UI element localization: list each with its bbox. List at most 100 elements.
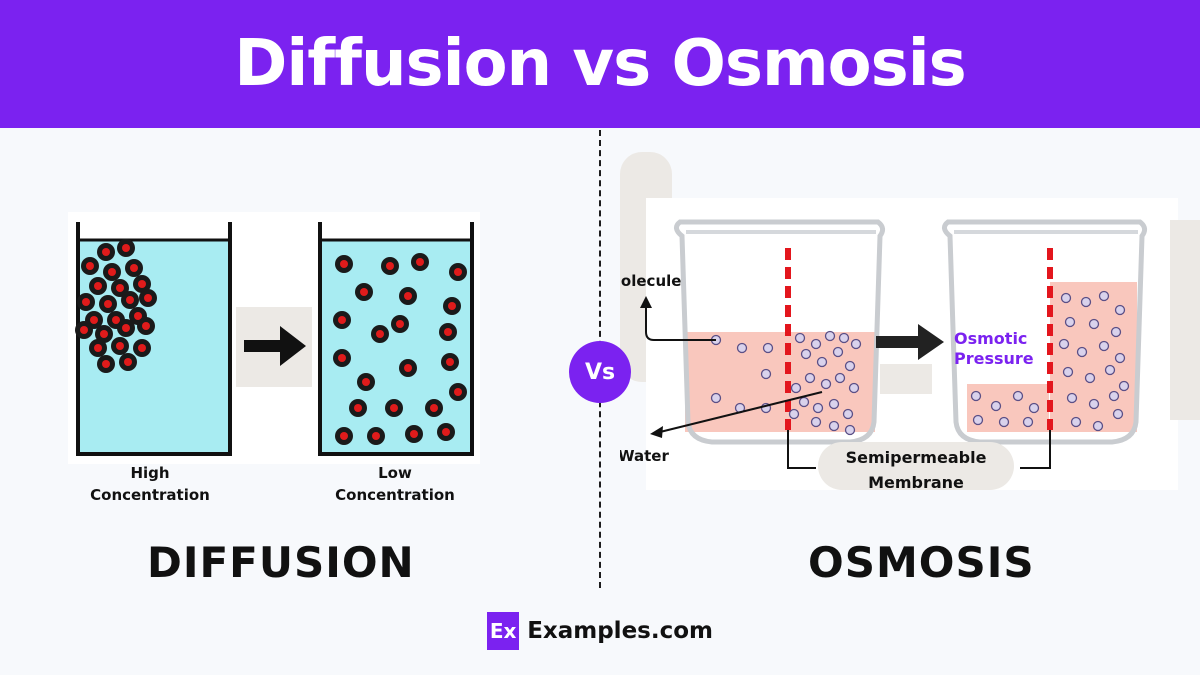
solute-molecule (1088, 398, 1100, 410)
diffusion-particle-core (94, 344, 102, 352)
vs-badge: Vs (569, 341, 631, 403)
bg-shape-right (1170, 220, 1200, 420)
diffusion-particle-core (90, 316, 98, 324)
solute-molecule (838, 332, 850, 344)
diffusion-particle-core (454, 268, 462, 276)
solute-molecule (850, 338, 862, 350)
diffusion-particle-core (340, 432, 348, 440)
molecule-label: Molecule (620, 272, 681, 290)
diffusion-particle-core (444, 328, 452, 336)
osmosis-arrow-icon (876, 324, 944, 360)
solute-molecule (1110, 326, 1122, 338)
osmosis-heading: OSMOSIS (808, 538, 1035, 587)
solute-molecule (1064, 316, 1076, 328)
diffusion-particle-core (410, 430, 418, 438)
diffusion-particle-core (122, 324, 130, 332)
bg-shape-mid (880, 364, 932, 394)
molecule-pointer-line (645, 302, 716, 341)
diffusion-particle-core (376, 330, 384, 338)
diffusion-heading: DIFFUSION (147, 538, 415, 587)
solute-molecule (800, 348, 812, 360)
diffusion-svg (75, 222, 474, 456)
diffusion-particle-core (340, 260, 348, 268)
solute-molecule (812, 402, 824, 414)
molecule-pointer-arrowhead (640, 296, 652, 308)
logo-text: Examples.com (527, 618, 713, 644)
diffusion-particle-core (116, 342, 124, 350)
left-beaker-outline (76, 222, 232, 456)
solute-molecule (794, 332, 806, 344)
membrane-label-line2: Membrane (868, 473, 964, 490)
solute-molecule (810, 338, 822, 350)
solute-molecule (834, 372, 846, 384)
diffusion-particle-core (142, 322, 150, 330)
solute-molecule (762, 342, 774, 354)
solute-molecule (1066, 392, 1078, 404)
solute-molecule (788, 408, 800, 420)
solute-molecule (790, 382, 802, 394)
diffusion-illustration (68, 212, 480, 464)
membrane-label-pill (818, 442, 1014, 490)
solute-molecule (736, 342, 748, 354)
diffusion-particle-core (446, 358, 454, 366)
solute-molecule (1092, 420, 1104, 432)
diffusion-particle-core (124, 358, 132, 366)
examples-logo[interactable]: Ex Examples.com (487, 612, 713, 650)
solute-molecule (970, 390, 982, 402)
diffusion-particle-core (360, 288, 368, 296)
water-pointer-arrowhead (650, 426, 663, 438)
low-concentration-water (320, 240, 472, 454)
diffusion-particle-core (430, 404, 438, 412)
solute-molecule (842, 408, 854, 420)
solute-molecule (1084, 372, 1096, 384)
diffusion-particle-core (80, 326, 88, 334)
solute-molecule (710, 392, 722, 404)
diffusion-particle-core (448, 302, 456, 310)
diffusion-particle-core (126, 296, 134, 304)
solute-molecule (1088, 318, 1100, 330)
high-label-line1: High (130, 464, 170, 482)
solute-molecule (1108, 390, 1120, 402)
low-label-line1: Low (378, 464, 412, 482)
high-concentration-label: High Concentration (70, 462, 230, 506)
diffusion-particle-core (108, 268, 116, 276)
solute-molecule (832, 346, 844, 358)
diffusion-particle-core (404, 292, 412, 300)
solute-molecule (1118, 380, 1130, 392)
solute-molecule (1104, 364, 1116, 376)
header-banner: Diffusion vs Osmosis (0, 0, 1200, 128)
solute-molecule (1114, 304, 1126, 316)
diffusion-particle-core (442, 428, 450, 436)
membrane-label-line1: Semipermeable (846, 448, 987, 467)
solute-molecule (1058, 338, 1070, 350)
diffusion-particle-core (138, 344, 146, 352)
diffusion-particle-core (130, 264, 138, 272)
right-beaker-outline (318, 222, 474, 456)
solute-molecule (1098, 340, 1110, 352)
solute-molecule (972, 414, 984, 426)
logo-mark: Ex (487, 612, 520, 650)
solute-molecule (1060, 292, 1072, 304)
solute-molecule (798, 396, 810, 408)
diffusion-particle-core (396, 320, 404, 328)
right-molecules (970, 290, 1130, 432)
water-label: Water (620, 447, 669, 465)
diffusion-particle-core (112, 316, 120, 324)
water-pointer-line (659, 391, 823, 433)
diffusion-particle-core (100, 330, 108, 338)
solute-molecule (1028, 402, 1040, 414)
membrane-bracket-right (1020, 430, 1051, 469)
solute-molecule (828, 420, 840, 432)
diffusion-particle-core (416, 258, 424, 266)
left-molecules (710, 330, 862, 436)
solute-molecule (1070, 416, 1082, 428)
page-title: Diffusion vs Osmosis (234, 27, 967, 101)
solute-molecule (844, 424, 856, 436)
high-label-line2: Concentration (90, 486, 210, 504)
solute-molecule (1076, 346, 1088, 358)
diffusion-particle-core (386, 262, 394, 270)
solute-molecule (1114, 352, 1126, 364)
solute-molecule (1062, 366, 1074, 378)
osmotic-label-line1: Osmotic (954, 329, 1027, 348)
diffusion-particle-core (102, 360, 110, 368)
